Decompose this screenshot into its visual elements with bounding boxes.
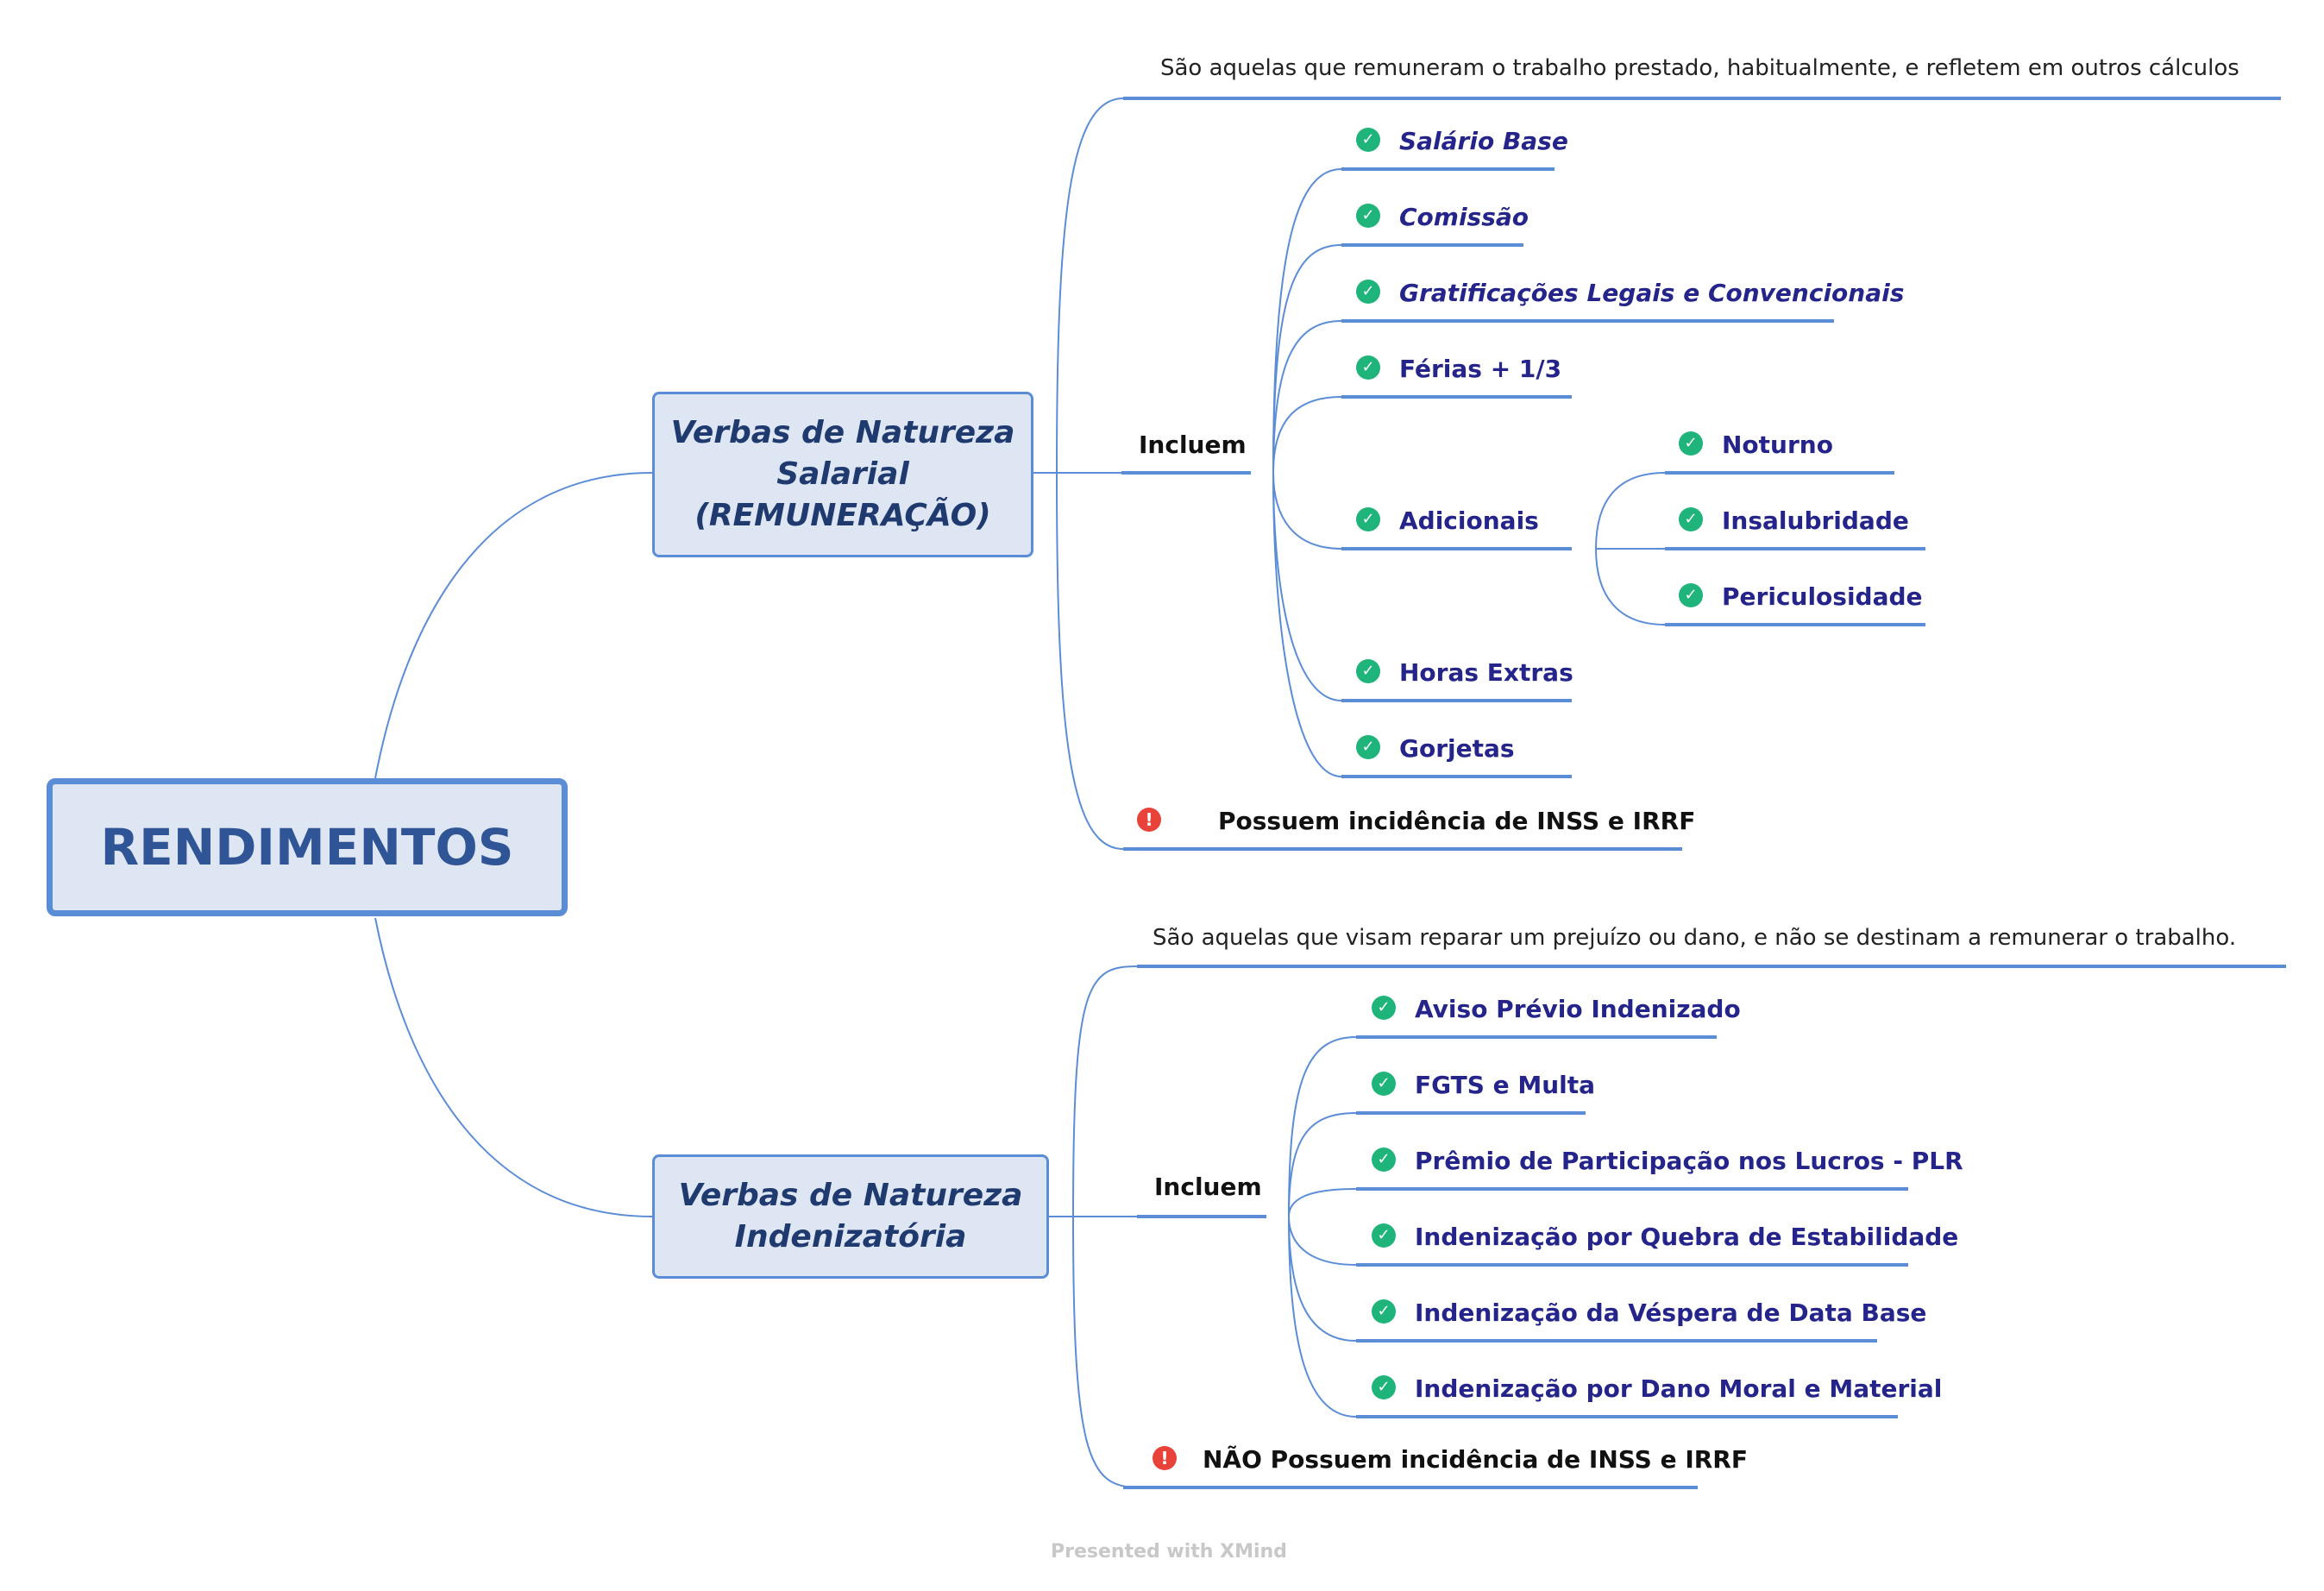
sub-insalubridade[interactable]: Insalubridade — [1722, 506, 1909, 535]
branch-salarial-line1: Verbas de Natureza — [670, 415, 1015, 450]
exclamation-icon: ! — [1153, 1446, 1177, 1470]
item-adicionais[interactable]: Adicionais — [1399, 506, 1539, 535]
item-gratificacoes[interactable]: Gratificações Legais e Convencionais — [1399, 279, 1905, 307]
item-vespera-data-base[interactable]: Indenização da Véspera de Data Base — [1415, 1299, 1927, 1327]
item-plr[interactable]: Prêmio de Participação nos Lucros - PLR — [1415, 1147, 1963, 1175]
root-label: RENDIMENTOS — [100, 818, 514, 877]
check-icon: ✓ — [1679, 507, 1703, 531]
branch-salarial-line3: (REMUNERAÇÃO) — [694, 498, 991, 533]
root-topic[interactable]: RENDIMENTOS — [47, 778, 568, 916]
indenizatoria-warning[interactable]: NÃO Possuem incidência de INSS e IRRF — [1203, 1445, 1748, 1474]
check-icon: ✓ — [1372, 1223, 1396, 1248]
check-icon: ✓ — [1372, 996, 1396, 1020]
check-icon: ✓ — [1372, 1072, 1396, 1096]
branch-salarial-line2: Salarial — [776, 456, 909, 492]
check-icon: ✓ — [1356, 659, 1380, 683]
check-icon: ✓ — [1679, 431, 1703, 456]
check-icon: ✓ — [1356, 355, 1380, 380]
item-comissao[interactable]: Comissão — [1399, 203, 1529, 231]
check-icon: ✓ — [1372, 1375, 1396, 1399]
branch-salarial[interactable]: Verbas de Natureza Salarial (REMUNERAÇÃO… — [652, 392, 1033, 557]
salarial-description[interactable]: São aquelas que remuneram o trabalho pre… — [1160, 55, 2239, 81]
footer-watermark: Presented with XMind — [1051, 1541, 1287, 1563]
item-dano-moral[interactable]: Indenização por Dano Moral e Material — [1415, 1374, 1943, 1403]
indenizatoria-incluem[interactable]: Incluem — [1154, 1173, 1262, 1201]
check-icon: ✓ — [1356, 280, 1380, 304]
check-icon: ✓ — [1679, 583, 1703, 607]
salarial-warning[interactable]: Possuem incidência de INSS e IRRF — [1218, 807, 1696, 835]
item-ferias[interactable]: Férias + 1/3 — [1399, 355, 1562, 383]
item-horas-extras[interactable]: Horas Extras — [1399, 658, 1573, 687]
indenizatoria-description[interactable]: São aquelas que visam reparar um prejuíz… — [1153, 925, 2237, 951]
item-salario-base[interactable]: Salário Base — [1399, 127, 1568, 155]
check-icon: ✓ — [1356, 128, 1380, 152]
item-fgts[interactable]: FGTS e Multa — [1415, 1071, 1596, 1099]
branch-indenizatoria-line2: Indenizatória — [734, 1219, 967, 1255]
check-icon: ✓ — [1356, 735, 1380, 759]
branch-indenizatoria[interactable]: Verbas de Natureza Indenizatória — [652, 1154, 1049, 1279]
branch-indenizatoria-line1: Verbas de Natureza — [678, 1178, 1023, 1213]
check-icon: ✓ — [1372, 1299, 1396, 1324]
check-icon: ✓ — [1356, 204, 1380, 228]
sub-noturno[interactable]: Noturno — [1722, 431, 1833, 459]
check-icon: ✓ — [1372, 1148, 1396, 1172]
exclamation-icon: ! — [1137, 808, 1161, 832]
item-quebra-estabilidade[interactable]: Indenização por Quebra de Estabilidade — [1415, 1223, 1959, 1251]
sub-periculosidade[interactable]: Periculosidade — [1722, 582, 1923, 611]
item-aviso-previo[interactable]: Aviso Prévio Indenizado — [1415, 995, 1741, 1023]
item-gorjetas[interactable]: Gorjetas — [1399, 734, 1515, 763]
check-icon: ✓ — [1356, 507, 1380, 531]
salarial-incluem[interactable]: Incluem — [1139, 431, 1247, 459]
